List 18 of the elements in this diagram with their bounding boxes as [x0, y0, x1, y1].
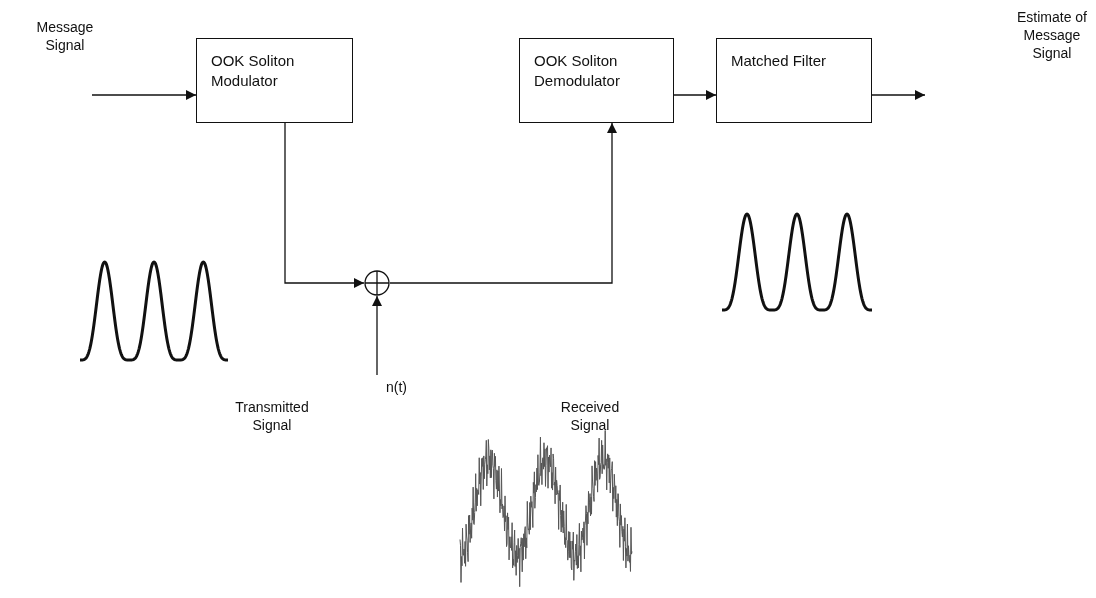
signal-label: Estimate of Message Signal: [1016, 8, 1088, 62]
arrow: [673, 90, 717, 100]
box-label: OOK Soliton Modulator: [211, 51, 296, 91]
signal-label: Message Signal: [35, 18, 95, 54]
box-label: Matched Filter: [731, 51, 828, 71]
process-box: [196, 38, 353, 123]
arrow: [389, 122, 617, 284]
signal-label: Transmitted Signal: [234, 398, 310, 434]
arrow: [91, 90, 197, 100]
summing-junction: [364, 270, 390, 296]
process-box: [519, 38, 674, 123]
arrow: [871, 90, 926, 100]
signal-label: Received Signal: [559, 398, 621, 434]
process-box: [716, 38, 872, 123]
signal-label: n(t): [386, 378, 408, 396]
arrow: [372, 295, 382, 376]
box-label: OOK Soliton Demodulator: [534, 51, 621, 91]
arrow: [284, 122, 365, 288]
